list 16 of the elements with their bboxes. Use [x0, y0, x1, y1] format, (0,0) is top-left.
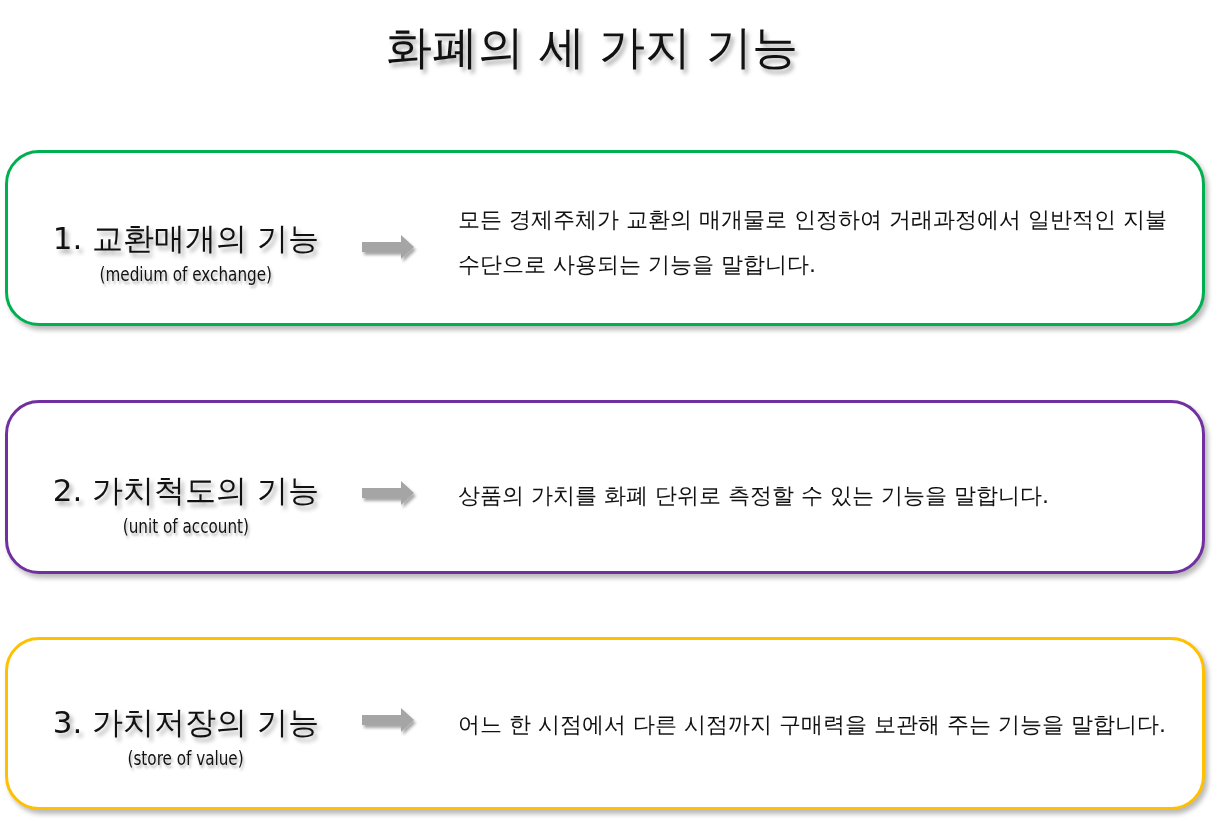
arrow — [362, 708, 414, 732]
rounded-box — [5, 150, 1205, 326]
rounded-box — [5, 400, 1205, 574]
english-subtitle: (unit of account) — [122, 514, 250, 538]
arrow — [362, 481, 414, 505]
function-heading: 3. 가치저장의 기능 — [52, 703, 320, 742]
function-heading: 2. 가치척도의 기능 — [52, 471, 320, 510]
rounded-box — [5, 637, 1205, 810]
english-subtitle: (store of value) — [127, 746, 245, 770]
description-text: 어느 한 시점에서 다른 시점까지 구매력을 보관해 주는 기능을 말합니다. — [458, 710, 1166, 739]
description-text: 모든 경제주체가 교환의 매개물로 인정하여 거래과정에서 일반적인 지불 수단으로 사용되는 기능을 말합니다. — [458, 206, 1168, 279]
english-subtitle: (medium of exchange) — [99, 262, 273, 286]
title: 화폐의 세 가지 기능 — [386, 19, 798, 75]
description-text: 상품의 가치를 화폐 단위로 측정할 수 있는 기능을 말합니다. — [458, 481, 1049, 510]
function-heading: 1. 교환매개의 기능 — [52, 219, 320, 258]
arrow — [362, 235, 414, 259]
